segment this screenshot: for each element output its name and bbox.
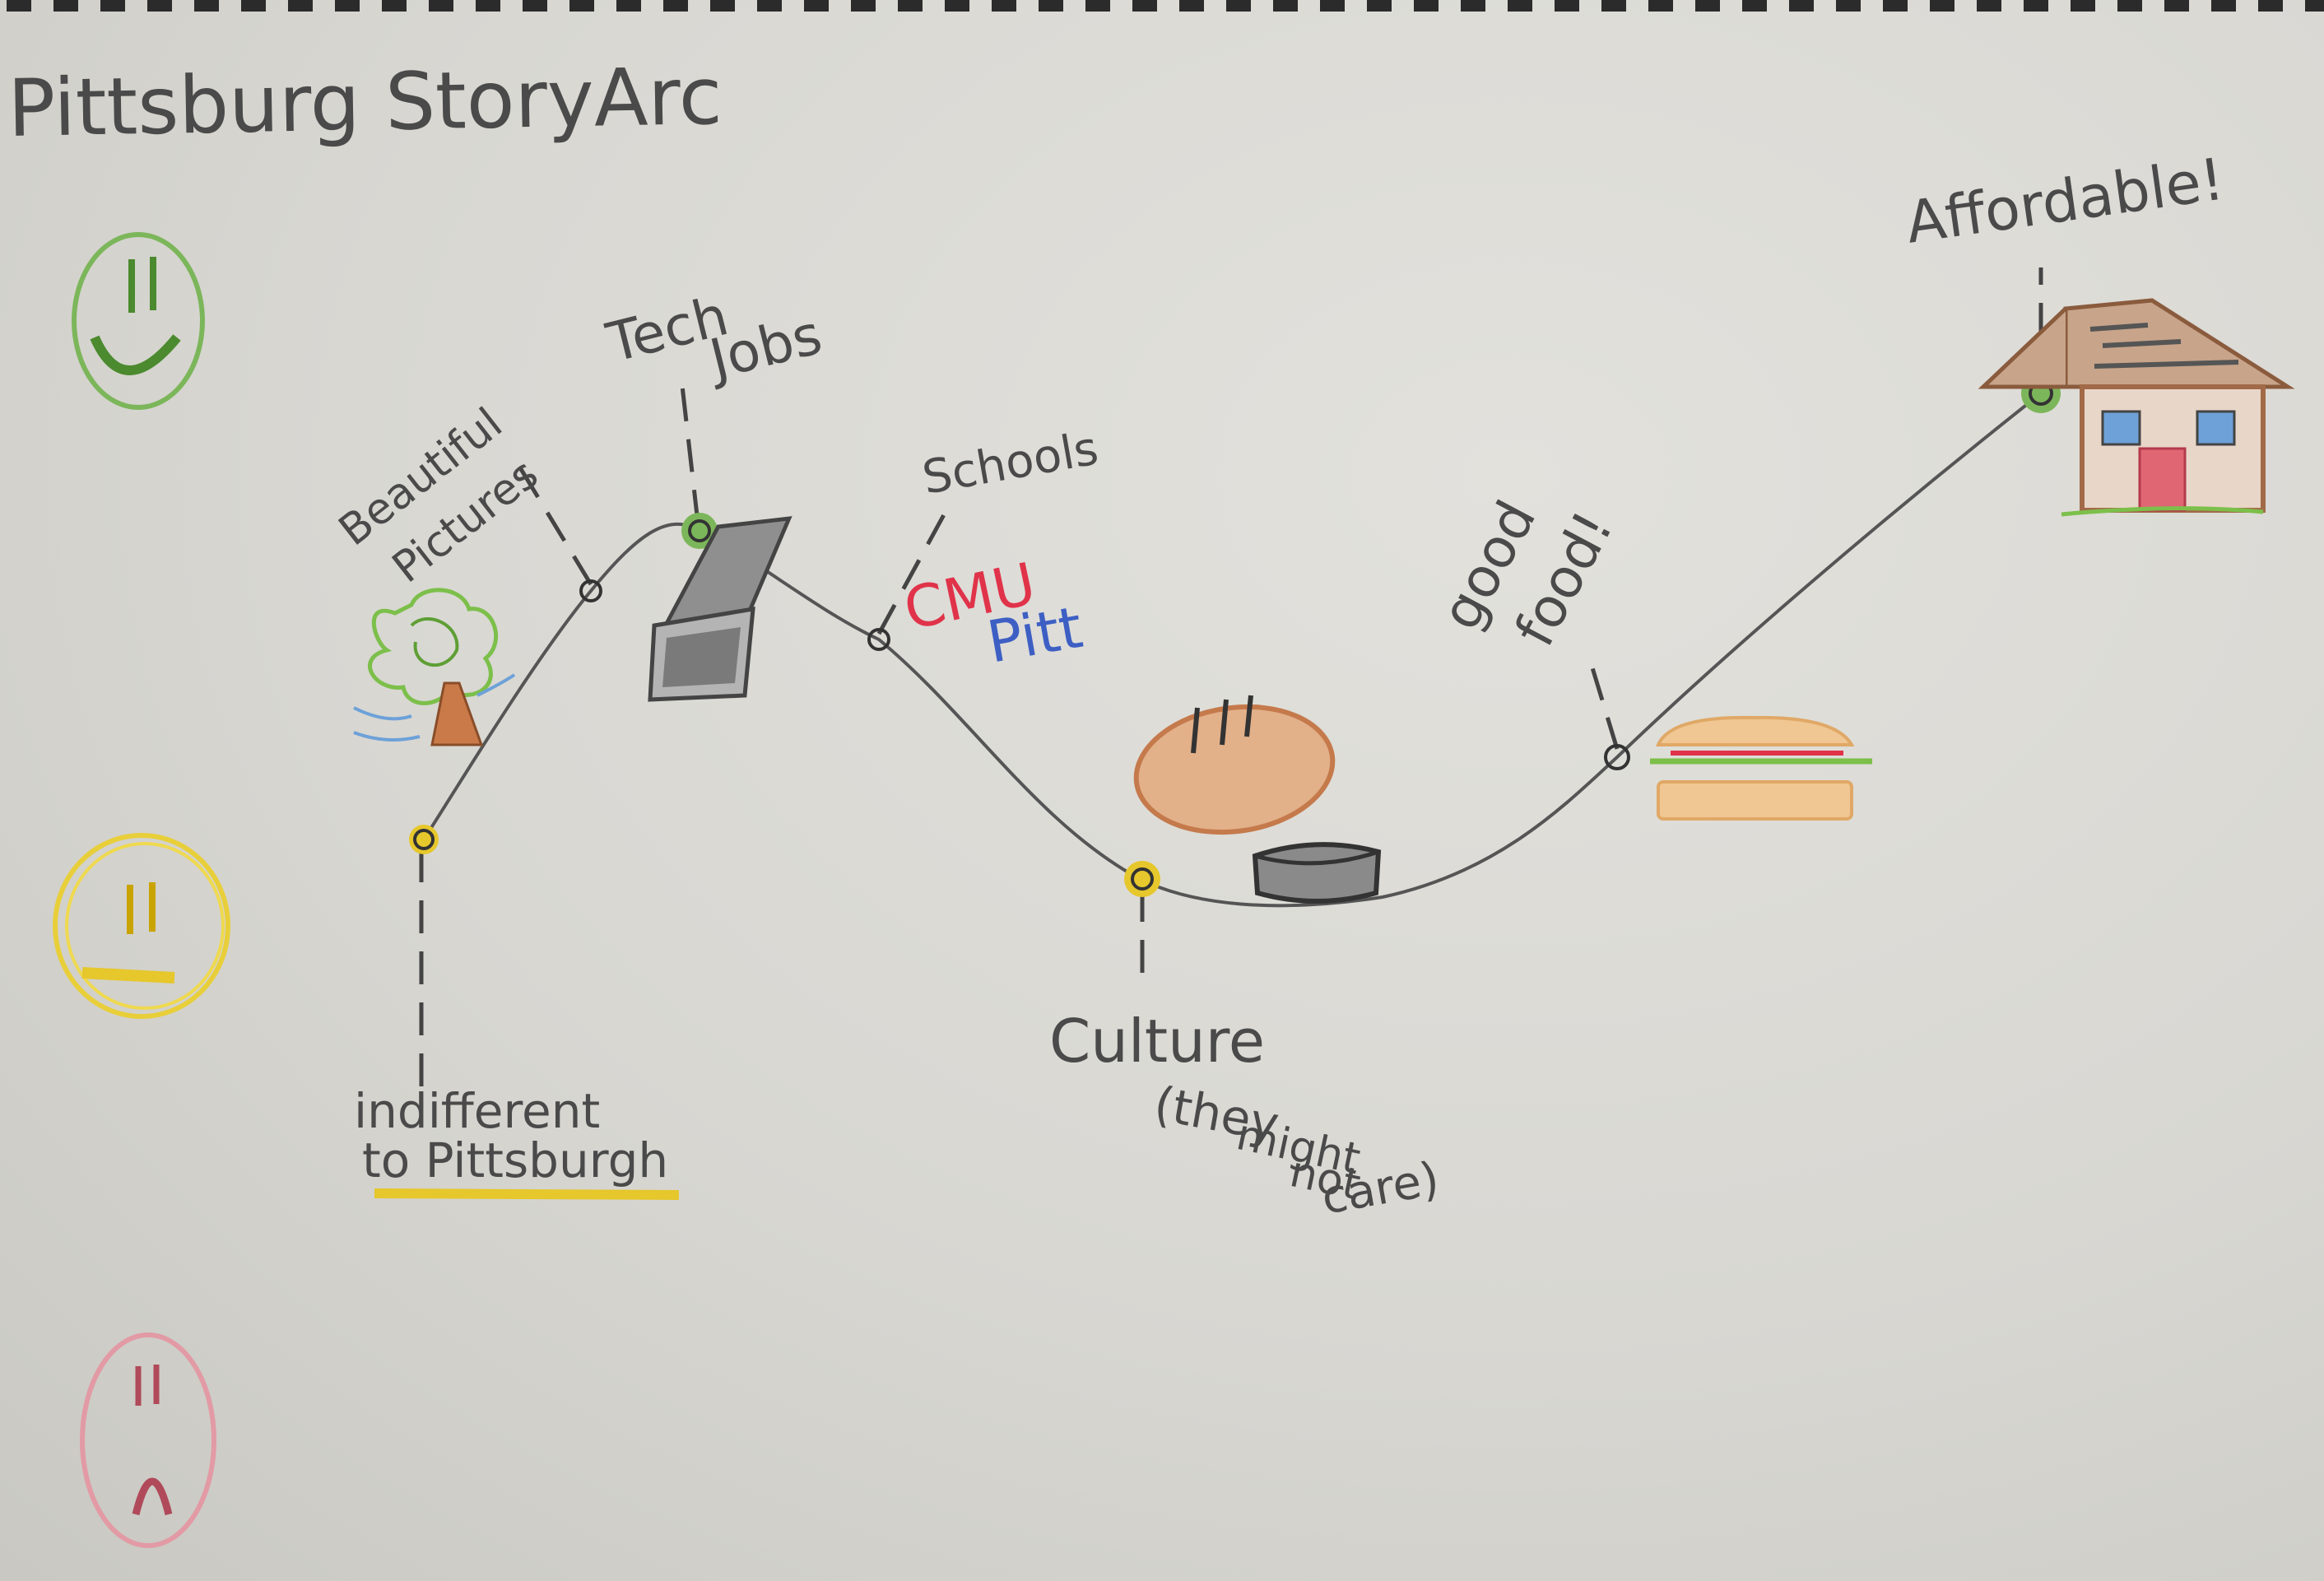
binding-hole	[1977, 0, 2001, 12]
binding-hole	[1085, 0, 1110, 12]
binding-hole	[851, 0, 876, 12]
binding-hole	[710, 0, 735, 12]
sad-face-icon	[80, 1332, 216, 1548]
binding-hole	[2117, 0, 2142, 12]
binding-hole	[1695, 0, 1720, 12]
binding-hole	[523, 0, 547, 12]
neutral-face-icon	[53, 833, 230, 1019]
binding-hole	[429, 0, 453, 12]
binding-hole	[616, 0, 641, 12]
sandwich-icon	[1650, 715, 1872, 821]
label-culture: Culture (they might not care)	[1049, 1007, 1443, 1225]
binding-hole	[2211, 0, 2236, 12]
binding-hole	[1273, 0, 1298, 12]
label-affordable: Affordable!	[1902, 146, 2228, 257]
tree-icon	[353, 588, 516, 746]
binding-hole	[663, 0, 688, 12]
laptop-icon	[648, 516, 792, 702]
binding-hole	[1179, 0, 1204, 12]
svg-text:Affordable!: Affordable!	[1902, 146, 2228, 257]
binding-hole	[2024, 0, 2048, 12]
binding-hole	[1883, 0, 1908, 12]
binding-hole	[1132, 0, 1157, 12]
binding-holes	[7, 0, 2324, 12]
binding-hole	[992, 0, 1016, 12]
label-indifferent: indifferent to Pittsburgh	[354, 1083, 680, 1200]
binding-hole	[1039, 0, 1063, 12]
binding-hole	[1320, 0, 1345, 12]
binding-hole	[569, 0, 594, 12]
arc-point-culture	[1124, 861, 1160, 897]
binding-hole	[757, 0, 782, 12]
binding-hole	[1742, 0, 1767, 12]
binding-hole	[1601, 0, 1626, 12]
binding-hole	[1930, 0, 1954, 12]
arc-point-schools	[867, 628, 890, 651]
binding-hole	[2164, 0, 2189, 12]
binding-hole	[898, 0, 923, 12]
page-title: Pittsburg StoryArc	[7, 50, 723, 155]
svg-text:Culture: Culture	[1049, 1007, 1265, 1076]
binding-hole	[1367, 0, 1392, 12]
binding-hole	[241, 0, 266, 12]
binding-hole	[2071, 0, 2095, 12]
label-tech-jobs: Tech Jobs	[600, 284, 828, 392]
binding-hole	[382, 0, 407, 12]
binding-hole	[476, 0, 500, 12]
binding-hole	[1555, 0, 1579, 12]
label-beautiful-pictures: Beautiful Pictures	[330, 398, 547, 593]
binding-hole	[1836, 0, 1861, 12]
pitt-label: Pitt	[983, 593, 1088, 677]
binding-hole	[1414, 0, 1439, 12]
svg-text:to Pittsburgh: to Pittsburgh	[362, 1132, 668, 1188]
binding-hole	[2258, 0, 2283, 12]
happy-face-icon	[72, 232, 205, 410]
binding-hole	[804, 0, 829, 12]
svg-text:indifferent: indifferent	[354, 1083, 600, 1139]
binding-hole	[2305, 0, 2324, 12]
arc-point-indifferent	[409, 825, 439, 854]
hockey-puck-icon	[1252, 842, 1382, 904]
binding-hole	[7, 0, 31, 12]
binding-hole	[1648, 0, 1673, 12]
binding-hole	[1508, 0, 1532, 12]
arc-point-tech-jobs	[681, 513, 718, 549]
binding-hole	[1789, 0, 1814, 12]
binding-hole	[1226, 0, 1251, 12]
label-good-food: good food!	[1429, 491, 1625, 656]
binding-hole	[100, 0, 125, 12]
house-icon	[1978, 298, 2295, 517]
binding-hole	[147, 0, 172, 12]
arc-point-good-food	[1604, 744, 1630, 770]
binding-hole	[288, 0, 313, 12]
binding-hole	[1461, 0, 1485, 12]
binding-hole	[194, 0, 219, 12]
story-arc-curve	[422, 392, 2043, 908]
arc-point-beautiful-pictures	[579, 579, 602, 602]
football-icon	[1133, 695, 1336, 835]
binding-hole	[335, 0, 360, 12]
binding-hole	[53, 0, 78, 12]
label-schools: Schools CMU Pitt	[898, 421, 1102, 676]
svg-text:Schools: Schools	[918, 421, 1102, 505]
binding-hole	[945, 0, 969, 12]
